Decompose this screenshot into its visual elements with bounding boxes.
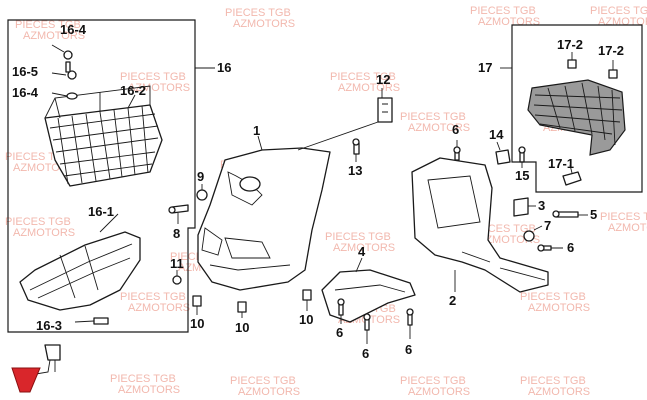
callout-14: 14 — [489, 127, 504, 142]
screw-5 — [552, 210, 579, 218]
leader-16-4-16-5 — [51, 44, 68, 97]
leader-17-1 — [569, 164, 573, 174]
callout-17-2b: 17-2 — [598, 43, 624, 58]
callout-13: 13 — [348, 163, 362, 178]
grommet-7 — [523, 230, 535, 242]
callout-10b: 10 — [235, 320, 249, 335]
net-bolt-17-1 — [562, 171, 582, 186]
callout-3: 3 — [538, 198, 545, 213]
callout-17-1: 17-1 — [548, 156, 574, 171]
clip-14 — [495, 149, 511, 165]
screw-8 — [168, 204, 189, 214]
callout-17: 17 — [478, 60, 492, 75]
leader-7 — [533, 225, 543, 231]
leader-16-2 — [127, 94, 136, 109]
inner-panel — [411, 157, 549, 293]
basket-fasteners — [63, 50, 78, 100]
brand-logo-icon — [11, 367, 41, 393]
leader-16-3 — [74, 320, 95, 323]
callout-17-2a: 17-2 — [557, 37, 583, 52]
callout-12: 12 — [376, 72, 390, 87]
callout-16-3: 16-3 — [36, 318, 62, 333]
clip-10c — [302, 289, 312, 301]
clip-10a — [192, 295, 202, 307]
callout-10c: 10 — [299, 312, 313, 327]
wire-basket — [44, 85, 163, 187]
callout-4: 4 — [358, 244, 366, 259]
callout-16-2: 16-2 — [120, 83, 146, 98]
leader-4 — [355, 257, 363, 273]
leader-17-2 — [571, 52, 614, 70]
front-shield — [197, 147, 331, 291]
callout-5: 5 — [590, 207, 597, 222]
callout-10a: 10 — [190, 316, 204, 331]
leader-10 — [196, 300, 308, 318]
callout-16-1: 16-1 — [88, 204, 114, 219]
screws-6 — [337, 146, 552, 331]
leader-6 — [340, 140, 563, 344]
bracket-12 — [377, 97, 393, 123]
callout-16-4b: 16-4 — [12, 85, 39, 100]
screw-13 — [352, 138, 360, 155]
lower-cover — [321, 269, 416, 323]
callout-16-4a: 16-4 — [60, 22, 87, 37]
grommet-11 — [172, 275, 182, 285]
leader-1 — [257, 135, 263, 151]
callout-6a: 6 — [336, 325, 343, 340]
luggage-net — [527, 79, 626, 156]
callout-1: 1 — [253, 123, 260, 138]
callout-8: 8 — [173, 226, 180, 241]
callout-6c: 6 — [405, 342, 412, 357]
clip-10b — [237, 301, 247, 313]
screw-15 — [518, 146, 526, 163]
leader-16-1 — [99, 213, 119, 233]
callout-6e: 6 — [567, 240, 574, 255]
callout-16-5: 16-5 — [12, 64, 38, 79]
callout-11: 11 — [170, 256, 184, 271]
callout-6d: 6 — [452, 122, 459, 137]
callout-6b: 6 — [362, 346, 369, 361]
rear-rack — [19, 231, 141, 325]
net-kit-frame — [511, 24, 643, 193]
bracket-3 — [513, 197, 529, 217]
callout-7: 7 — [544, 218, 551, 233]
leader-12 — [297, 88, 383, 151]
callout-9: 9 — [197, 169, 204, 184]
callout-2: 2 — [449, 293, 456, 308]
callout-16: 16 — [217, 60, 231, 75]
grommet-9 — [196, 189, 208, 201]
callout-labels: 16-4 16-5 16-4 16-2 16 16-1 16-3 1 12 13 9 8 11 10 10 1… — [12, 22, 624, 361]
callout-15: 15 — [515, 168, 529, 183]
net-hooks-17-2 — [567, 59, 618, 79]
basket-kit-frame — [7, 19, 196, 333]
leader-14 — [496, 141, 501, 151]
